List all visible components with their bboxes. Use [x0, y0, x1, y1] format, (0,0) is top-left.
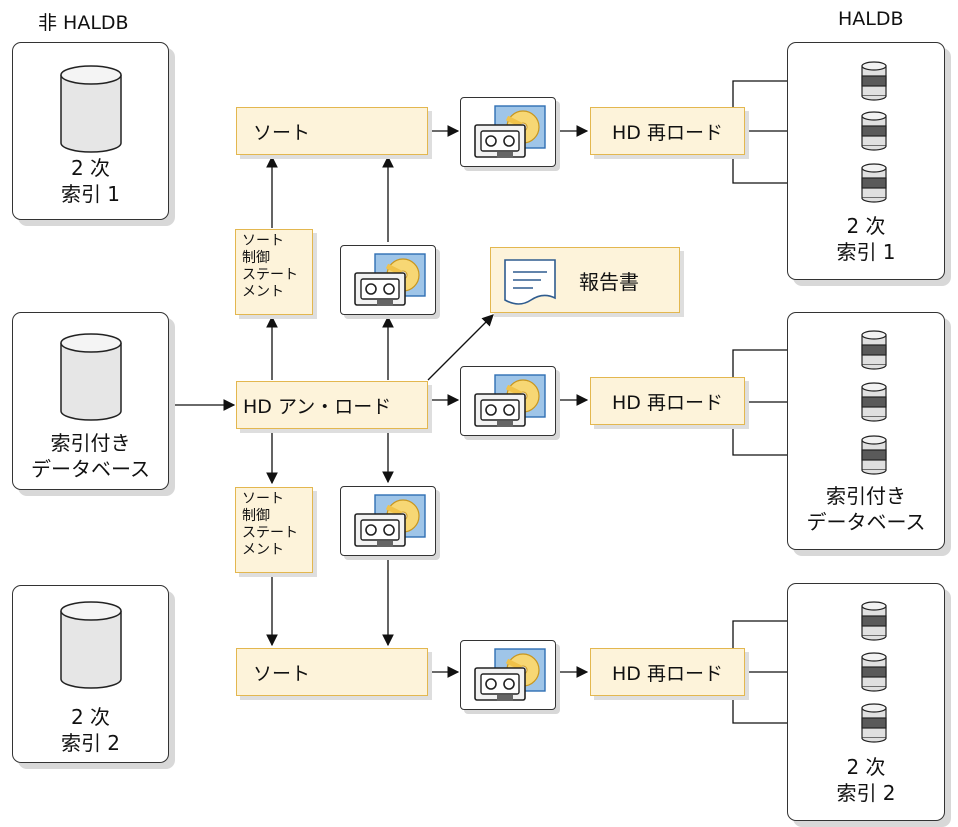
reload-box-2: HD 再ロード: [590, 377, 745, 425]
left-panel-3-line2: 索引 2: [60, 731, 121, 755]
ctl-bottom-line1: ソート: [242, 491, 284, 507]
left-panel-2-line2: データベース: [31, 457, 150, 481]
ctl-bottom-line2: 制御: [242, 508, 270, 524]
ctl-top-line1: ソート: [242, 233, 284, 249]
left-panel-1-line2: 索引 1: [60, 182, 121, 206]
tape-and-disk-icon: [354, 494, 426, 547]
right-panel-3-line2: 索引 2: [836, 781, 896, 805]
database-stack-icon: [861, 111, 887, 151]
database-stack-icon: [861, 601, 887, 641]
reload-box-3: HD 再ロード: [590, 648, 745, 696]
arrow-unload-to-report: [427, 314, 494, 381]
right-panel-2-line2: データベース: [806, 510, 926, 534]
sort-bottom-box: ソート: [236, 648, 428, 696]
tape-and-disk-icon: [474, 374, 546, 427]
database-cylinder-icon: [60, 333, 122, 421]
reload-box-1: HD 再ロード: [590, 107, 745, 155]
database-stack-icon: [861, 382, 887, 422]
sort-top-label: ソート: [253, 121, 311, 144]
sort-control-bottom: ソート 制御 ステート メント: [235, 487, 313, 573]
media-bottom: [460, 640, 556, 710]
media-top: [460, 97, 556, 167]
reload-1-label: HD 再ロード: [612, 121, 723, 144]
left-panel-indexed-database: 索引付き データベース: [12, 312, 169, 490]
right-panel-1-line1: 2 次: [846, 214, 886, 238]
unload-label: HD アン・ロード: [243, 395, 392, 418]
reload-2-label: HD 再ロード: [612, 391, 723, 414]
database-stack-icon: [861, 163, 887, 203]
title-non-haldb: 非 HALDB: [38, 12, 129, 34]
database-stack-icon: [861, 330, 887, 370]
left-panel-2-line1: 索引付き: [50, 431, 131, 455]
media-upper-mid: [340, 245, 436, 315]
ctl-top-line4: メント: [242, 284, 284, 300]
report-box: 報告書: [490, 247, 680, 313]
database-cylinder-icon: [60, 65, 122, 153]
media-lower-mid: [340, 486, 436, 556]
left-panel-1-line1: 2 次: [70, 156, 111, 180]
report-label: 報告書: [579, 270, 639, 294]
sort-bottom-label: ソート: [253, 662, 311, 685]
reload-3-label: HD 再ロード: [612, 662, 723, 685]
right-panel-2-line1: 索引付き: [826, 484, 906, 508]
tape-and-disk-icon: [474, 105, 546, 158]
ctl-bottom-line4: メント: [242, 542, 284, 558]
database-stack-icon: [861, 61, 887, 101]
database-stack-icon: [861, 652, 887, 692]
database-stack-icon: [861, 435, 887, 475]
right-panel-3-line1: 2 次: [846, 755, 886, 779]
left-panel-secondary-index-1: 2 次 索引 1: [12, 42, 169, 220]
ctl-top-line3: ステート: [242, 267, 298, 283]
ctl-bottom-line3: ステート: [242, 525, 298, 541]
right-panel-1-line2: 索引 1: [836, 240, 896, 264]
title-haldb: HALDB: [838, 8, 904, 30]
left-panel-3-line1: 2 次: [70, 705, 111, 729]
left-panel-secondary-index-2: 2 次 索引 2: [12, 585, 169, 763]
tape-and-disk-icon: [354, 253, 426, 306]
database-stack-icon: [861, 703, 887, 743]
media-mid: [460, 366, 556, 436]
document-icon: [504, 259, 556, 305]
unload-box: HD アン・ロード: [236, 381, 428, 429]
tape-and-disk-icon: [474, 648, 546, 701]
sort-control-top: ソート 制御 ステート メント: [235, 229, 313, 315]
database-cylinder-icon: [60, 601, 122, 689]
ctl-top-line2: 制御: [242, 250, 270, 266]
sort-top-box: ソート: [236, 107, 428, 155]
